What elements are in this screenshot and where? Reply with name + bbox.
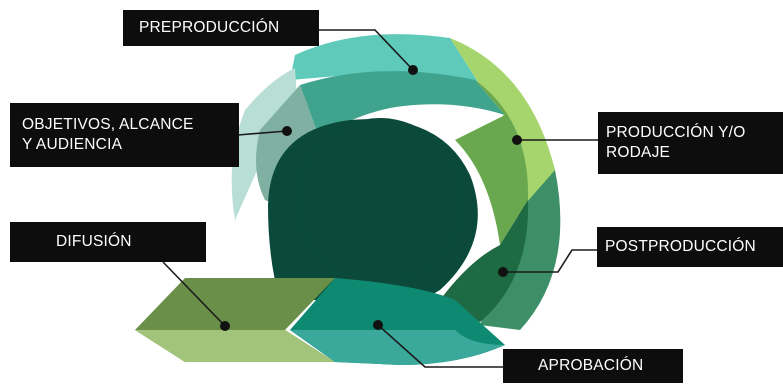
label-preproduccion-text: PREPRODUCCIÓN (139, 19, 280, 36)
connector-lines (162, 29, 598, 368)
outer-ring-green-segment (450, 38, 555, 220)
label-difusion-text: DIFUSIÓN (56, 233, 132, 250)
dot-aprobacion (373, 320, 383, 330)
dot-objetivos (282, 126, 292, 136)
dot-difusion (220, 321, 230, 331)
label-objetivos-line2: Y AUDIENCIA (22, 136, 123, 153)
produccion-segment (455, 80, 529, 245)
aprobacion-band-light (290, 330, 505, 365)
label-objetivos-line1: OBJETIVOS, ALCANCE (22, 116, 194, 133)
label-postproduccion-text: POSTPRODUCCIÓN (605, 238, 756, 255)
connector-dots (220, 65, 522, 331)
difusion-band-light (135, 330, 335, 362)
label-objetivos: OBJETIVOS, ALCANCE Y AUDIENCIA (10, 103, 239, 167)
connector-aprobacion (377, 324, 503, 368)
core-circle (298, 118, 462, 282)
preproduccion-segment (300, 71, 505, 140)
connector-preproduccion (318, 29, 414, 71)
dot-produccion (512, 135, 522, 145)
outer-ring-teal-segment (290, 34, 480, 85)
label-difusion: DIFUSIÓN (10, 222, 206, 262)
connector-objetivos (237, 130, 288, 136)
label-postproduccion: POSTPRODUCCIÓN (597, 227, 783, 267)
label-preproduccion: PREPRODUCCIÓN (123, 10, 319, 46)
postproduccion-segment (440, 200, 529, 322)
label-produccion: PRODUCCIÓN Y/O RODAJE (598, 112, 783, 174)
dot-preproduccion (408, 65, 418, 75)
dot-postproduccion (498, 267, 508, 277)
label-aprobacion: APROBACIÓN (503, 349, 683, 383)
connector-postproduccion (503, 249, 597, 273)
connector-difusion (162, 261, 226, 327)
label-aprobacion-text: APROBACIÓN (538, 357, 644, 374)
label-produccion-line1: PRODUCCIÓN Y/O (606, 124, 746, 141)
label-produccion-line2: RODAJE (606, 144, 671, 161)
